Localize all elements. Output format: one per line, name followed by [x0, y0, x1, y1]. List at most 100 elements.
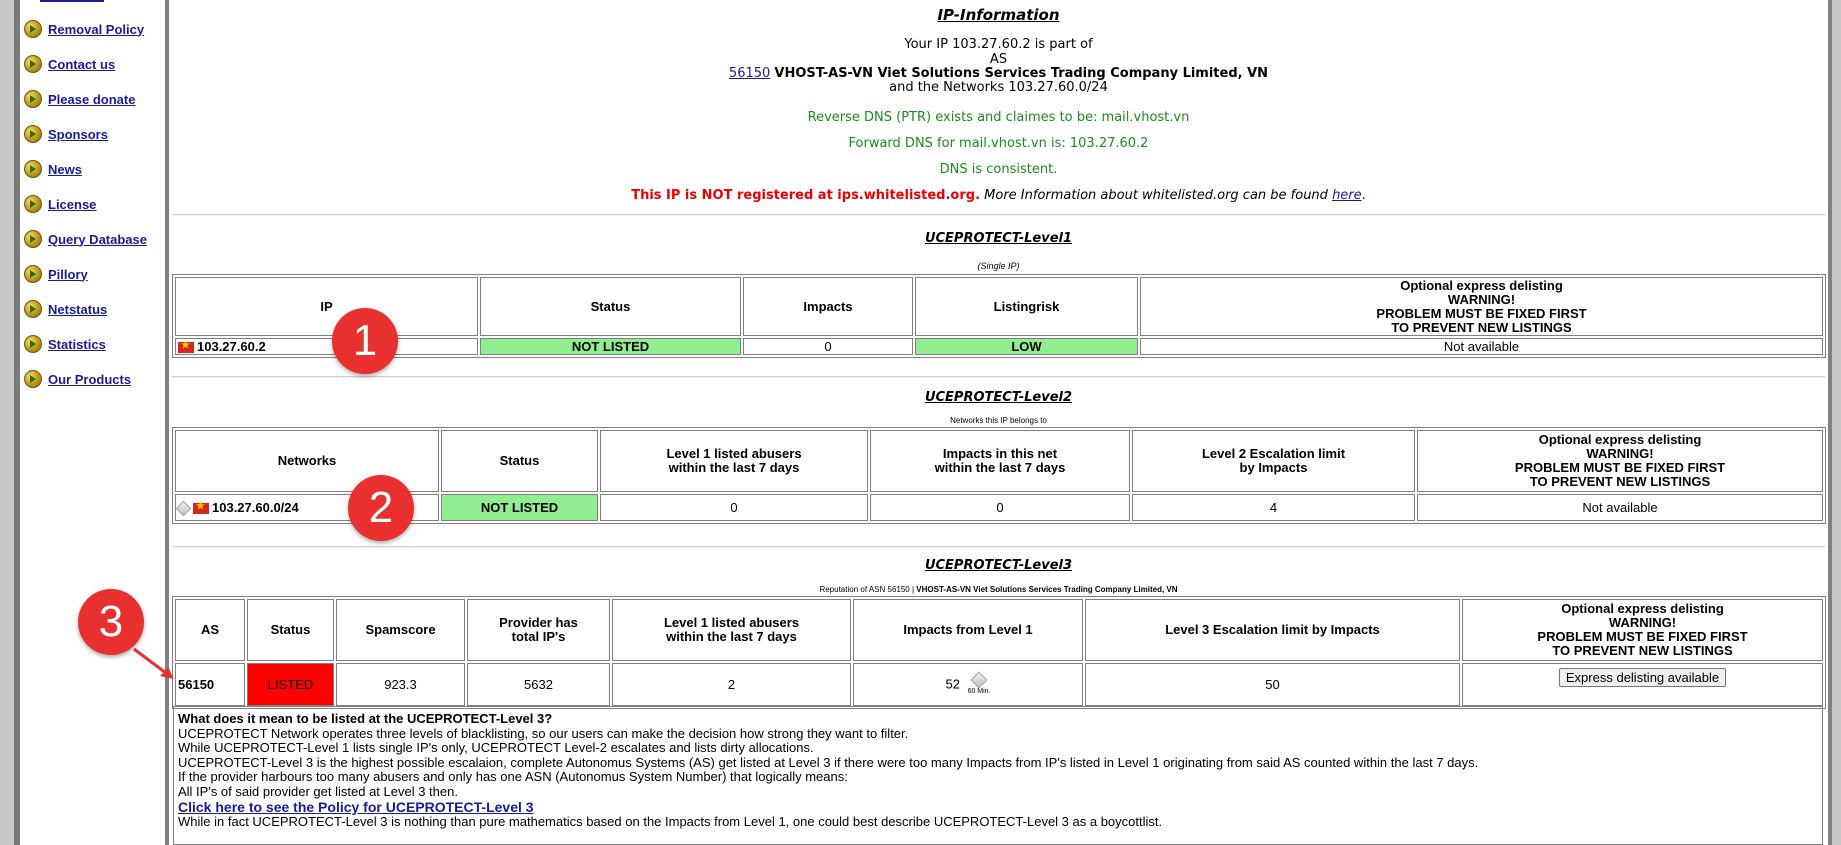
- delist-header-line: WARNING!: [1608, 615, 1677, 630]
- level3-title: UCEPROTECT-Level3: [924, 558, 1073, 573]
- ip-info-as-label: AS: [989, 52, 1008, 67]
- col-impacts: Impacts from Level 1: [853, 599, 1083, 661]
- abusers-cell: 0: [600, 494, 868, 521]
- col-as: AS: [175, 599, 245, 661]
- sidebar-item-our-products[interactable]: Our Products: [24, 369, 131, 389]
- col-escalation-limit: Level 3 Escalation limit by Impacts: [1085, 599, 1460, 661]
- table-row: 56150 LISTED 923.3 5632 2 52 60 Min. 50 …: [175, 663, 1823, 706]
- explanation-paragraph: While in fact UCEPROTECT-Level 3 is noth…: [178, 814, 1163, 830]
- limit-cell: 50: [1085, 663, 1460, 706]
- bullet-icon: [24, 195, 42, 213]
- level2-subtitle: Networks this IP belongs to: [950, 416, 1047, 425]
- sidebar-item-news[interactable]: News: [24, 159, 82, 179]
- level2-title: UCEPROTECT-Level2: [924, 390, 1073, 405]
- sidebar-item-pillory[interactable]: Pillory: [24, 264, 88, 284]
- header-line: Level 2 Escalation limit: [1201, 446, 1346, 461]
- sidebar-item-license[interactable]: License: [24, 194, 96, 214]
- bullet-icon: [24, 370, 42, 388]
- explanation-question: What does it mean to be listed at the UC…: [178, 711, 553, 726]
- network-value: 103.27.60.0/24: [212, 499, 299, 515]
- sidebar-item-contact-us[interactable]: Contact us: [24, 54, 115, 74]
- whitelist-here-link[interactable]: here: [1332, 188, 1362, 203]
- bullet-icon: [24, 90, 42, 108]
- bullet-icon: [24, 125, 42, 143]
- table-row: 103.27.60.0/24 NOT LISTED 0 0 4 Not avai…: [175, 494, 1823, 521]
- header-line: within the last 7 days: [666, 629, 797, 644]
- total-ips-cell: 5632: [467, 663, 610, 706]
- ip-info-line1: Your IP 103.27.60.2 is part of: [904, 37, 1093, 52]
- window-right-edge: [1832, 0, 1841, 845]
- sidebar-item-netstatus[interactable]: Netstatus: [24, 299, 107, 319]
- explanation-paragraph: While UCEPROTECT-Level 1 lists single IP…: [178, 740, 814, 756]
- diamond-icon: [970, 671, 988, 688]
- divider: [172, 376, 1825, 378]
- col-status: Status: [441, 430, 598, 492]
- express-delisting-button[interactable]: Express delisting available: [1558, 668, 1727, 687]
- col-status: Status: [247, 599, 334, 661]
- listingrisk-cell: LOW: [915, 338, 1138, 355]
- explanation-paragraph: All IP's of said provider get listed at …: [178, 783, 458, 799]
- sidebar-item-query-database[interactable]: Query Database: [24, 229, 147, 249]
- annotation-marker-3: 3: [78, 589, 144, 655]
- header-line: Level 1 listed abusers: [666, 446, 802, 461]
- as-name: VHOST-AS-VN Viet Solutions Services Trad…: [774, 66, 1269, 81]
- sidebar-separator: [165, 0, 169, 845]
- limit-cell: 4: [1132, 494, 1415, 521]
- annotation-marker-1: 1: [332, 308, 398, 374]
- header-line: by Impacts: [1239, 460, 1308, 475]
- spamscore-cell: 923.3: [336, 663, 465, 706]
- sidebar-item-sponsors[interactable]: Sponsors: [24, 124, 108, 144]
- delist-header-line: WARNING!: [1586, 446, 1654, 461]
- col-delisting: Optional express delisting WARNING! PROB…: [1417, 430, 1823, 492]
- as-number-link[interactable]: 56150: [728, 66, 771, 81]
- delisting-cell: Express delisting available: [1462, 663, 1823, 706]
- explanation-paragraph: UCEPROTECT-Level 3 is the highest possib…: [178, 754, 1479, 770]
- col-networks: Networks: [175, 430, 439, 492]
- whitelist-more-info: More Information about whitelisted.org c…: [984, 188, 1328, 203]
- bullet-icon: [24, 160, 42, 178]
- col-delisting: Optional express delisting WARNING! PROB…: [1462, 599, 1823, 661]
- ip-info-networks: and the Networks 103.27.60.0/24: [889, 80, 1108, 95]
- window-left-border: [14, 0, 20, 845]
- bullet-icon: [24, 55, 42, 73]
- sidebar-cutoff-item[interactable]: [40, 0, 104, 2]
- sidebar-item-removal-policy[interactable]: Removal Policy: [24, 19, 144, 39]
- vietnam-flag-icon: [193, 500, 209, 514]
- explanation-paragraph: UCEPROTECT Network operates three levels…: [178, 725, 909, 741]
- header-line: within the last 7 days: [934, 460, 1066, 475]
- col-listingrisk: Listingrisk: [915, 277, 1138, 336]
- sidebar-nav: [20, 0, 165, 845]
- main-content: IP-Information Your IP 103.27.60.2 is pa…: [169, 0, 1828, 845]
- sidebar-item-please-donate[interactable]: Please donate: [24, 89, 135, 109]
- bullet-icon: [24, 230, 42, 248]
- forward-dns-text: Forward DNS for mail.vhost.vn is: 103.27…: [848, 136, 1149, 151]
- abusers-cell: 2: [612, 663, 851, 706]
- ip-cell: 103.27.60.2: [175, 338, 478, 355]
- divider: [172, 546, 1825, 548]
- delist-header-line: TO PREVENT NEW LISTINGS: [1552, 643, 1733, 658]
- delist-header-line: WARNING!: [1447, 291, 1516, 307]
- bullet-icon: [24, 335, 42, 353]
- delist-header-line: Optional express delisting: [1400, 277, 1563, 293]
- delist-header-line: Optional express delisting: [1538, 432, 1702, 447]
- divider: [172, 214, 1825, 216]
- col-spamscore: Spamscore: [336, 599, 465, 661]
- level1-title: UCEPROTECT-Level1: [924, 231, 1073, 246]
- header-line: Impacts in this net: [942, 446, 1058, 461]
- sidebar-item-statistics[interactable]: Statistics: [24, 334, 106, 354]
- delist-header-line: PROBLEM MUST BE FIXED FIRST: [1514, 460, 1726, 475]
- bullet-icon: [24, 265, 42, 283]
- status-cell: LISTED: [247, 663, 334, 706]
- header-line: Level 1 listed abusers: [663, 615, 800, 630]
- level3-policy-link[interactable]: Click here to see the Policy for UCEPROT…: [178, 798, 534, 815]
- ip-info-title: IP-Information: [937, 6, 1060, 24]
- impacts-cell: 52 60 Min.: [853, 663, 1083, 706]
- network-cell: 103.27.60.0/24: [175, 494, 439, 521]
- header-line: within the last 7 days: [668, 460, 800, 475]
- level3-subtitle-prefix: Reputation of ASN 56150 |: [819, 585, 915, 594]
